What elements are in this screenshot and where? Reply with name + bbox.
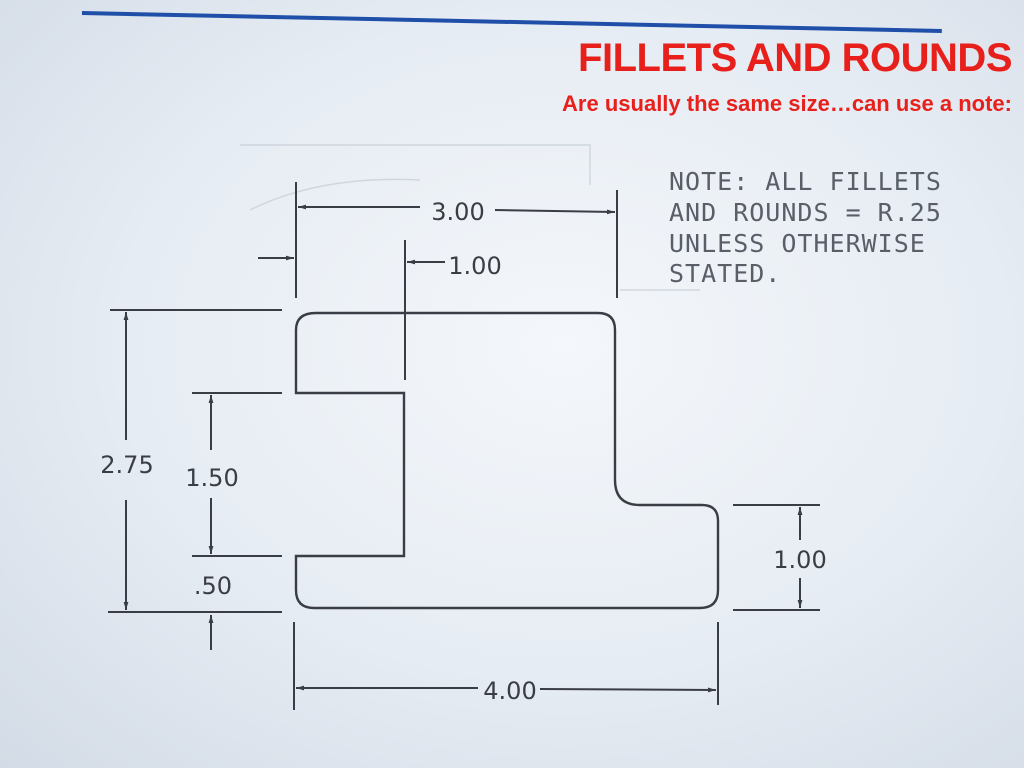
note-line: NOTE: ALL FILLETS — [669, 167, 942, 196]
note-line: UNLESS OTHERWISE — [669, 229, 926, 258]
note-line: AND ROUNDS = R.25 — [669, 198, 942, 227]
dim-line-top-width-right — [494, 209, 616, 215]
part-outline — [294, 311, 720, 610]
slide-subtitle: Are usually the same size…can use a note… — [562, 91, 1012, 116]
dim-bottom-thickness: .50 — [194, 572, 232, 600]
background-ghost-marks — [240, 144, 700, 291]
dim-line-bottom-width-right — [539, 687, 717, 693]
note-line: STATED. — [669, 259, 781, 288]
dim-right-foot-height: 1.00 — [773, 546, 826, 574]
dimension-lines — [123, 204, 803, 693]
dim-stem-width: 1.00 — [448, 252, 501, 280]
dim-overall-height: 2.75 — [100, 451, 153, 479]
dim-slot-height: 1.50 — [185, 464, 238, 492]
dim-top-width: 3.00 — [431, 198, 484, 226]
slide-title: FILLETS AND ROUNDS — [578, 36, 1012, 80]
extension-lines — [108, 182, 820, 710]
dim-bottom-width: 4.00 — [483, 677, 536, 705]
general-note: NOTE: ALL FILLETS AND ROUNDS = R.25 UNLE… — [669, 167, 942, 288]
